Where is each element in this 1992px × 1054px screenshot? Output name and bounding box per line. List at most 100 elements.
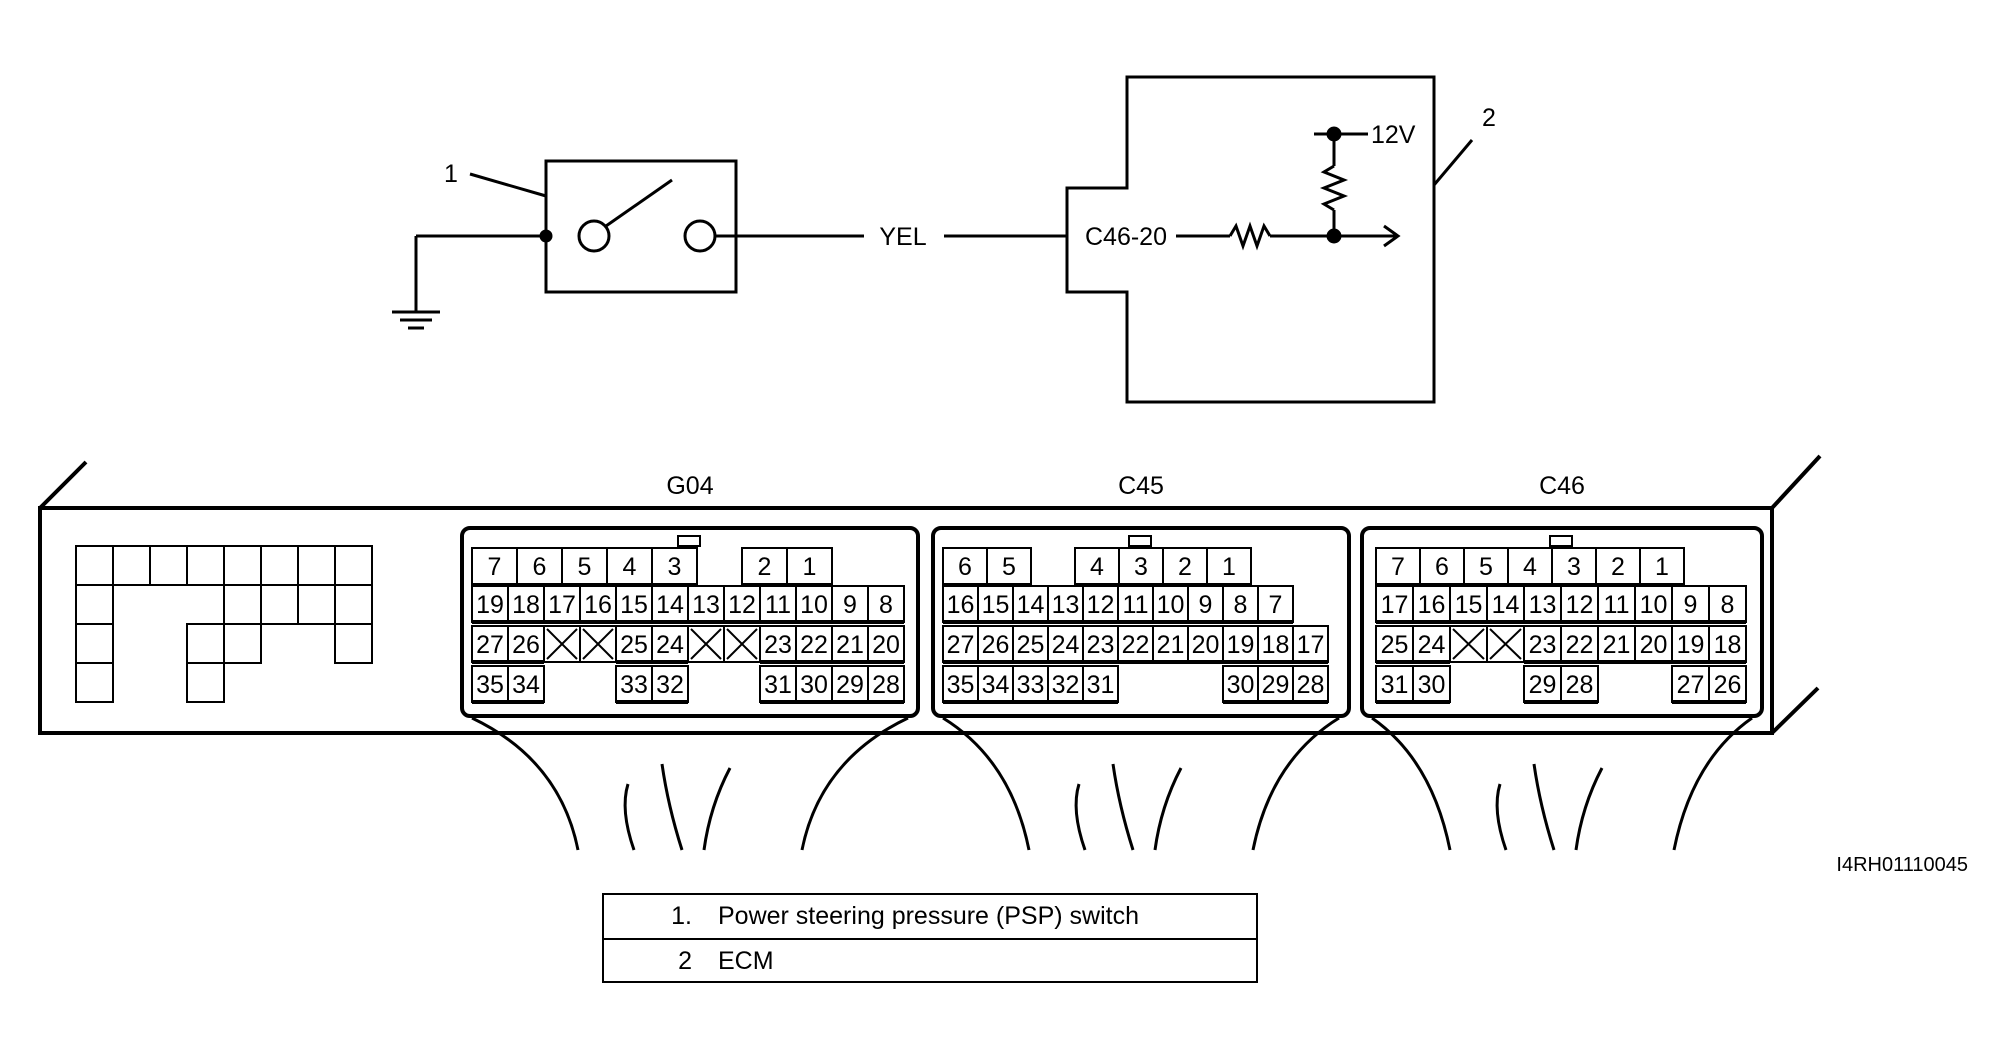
grid-cell [186,662,225,703]
latch-tab [1128,535,1152,547]
pin-number: 22 [1122,631,1150,659]
grid-cell [297,584,336,625]
grid-cell [112,545,151,586]
harness-wire [800,716,909,851]
legend-text: ECM [718,947,774,975]
pin-number: 19 [1227,631,1255,659]
pin-number: 11 [1604,591,1630,619]
grid-cell [75,545,114,586]
harness-wire [1251,716,1340,851]
blocked-pin-cross [1489,628,1522,660]
pin-number: 16 [947,591,975,619]
pin-number: 1 [803,553,817,581]
pin-number: 4 [623,553,637,581]
pin-number: 3 [1567,553,1581,581]
latch-tab [1549,535,1573,547]
pin-number: 13 [1529,591,1557,619]
connector-label: G04 [666,472,713,500]
pin-number: 20 [872,631,900,659]
housing-grid-pattern [75,545,373,703]
grid-cell [75,662,114,703]
blocked-pin-cross [582,628,614,660]
pin-number: 18 [512,591,540,619]
blocked-pin-cross [726,628,758,660]
legend-table: 1. Power steering pressure (PSP) switch … [602,893,1258,983]
pin-number: 15 [620,591,648,619]
pin-number: 21 [1157,631,1185,659]
harness-wire [1111,763,1135,851]
legend-row: 2 ECM [604,938,1256,983]
legend-number: 2 [678,947,692,975]
pin-number: 31 [1087,671,1115,699]
grid-cell [186,545,225,586]
terminal-label: C46-20 [1085,223,1167,251]
grid-cell [223,584,262,625]
grid-cell [186,623,225,664]
pin-number: 19 [1677,631,1705,659]
pin-number: 28 [1297,671,1325,699]
callout-ecm: 2 [1482,104,1496,132]
pin-number: 17 [548,591,576,619]
pin-number: 17 [1381,591,1409,619]
pin-number: 11 [765,591,791,619]
pin-number: 30 [800,671,828,699]
pin-number: 2 [1611,553,1625,581]
pin-number: 18 [1262,631,1290,659]
pin-number: 3 [1134,553,1148,581]
pin-number: 28 [1566,671,1594,699]
grid-cell [260,545,299,586]
pin-number: 5 [1479,553,1493,581]
pin-number: 7 [1391,553,1405,581]
image-code: I4RH01110045 [1836,854,1968,876]
grid-cell [260,584,299,625]
schematic [392,75,1474,404]
pin-number: 18 [1714,631,1742,659]
pin-number: 12 [1087,591,1115,619]
harness-wire [1672,716,1753,851]
pin-number: 25 [1381,631,1409,659]
pin-number: 29 [1262,671,1290,699]
harness-wire [1074,783,1087,851]
pin-number: 26 [982,631,1010,659]
callout-switch: 1 [444,160,458,188]
pin-number: 1 [1222,553,1236,581]
pin-number: 15 [982,591,1010,619]
pin-number: 7 [488,553,502,581]
pin-number: 6 [958,553,972,581]
pin-number: 26 [512,631,540,659]
resistor-icon [1228,221,1272,251]
pin-number: 25 [620,631,648,659]
pin-number: 9 [1199,591,1213,619]
pin-number: 9 [1684,591,1698,619]
pin-number: 16 [1418,591,1446,619]
pin-number: 20 [1192,631,1220,659]
pin-number: 24 [656,631,684,659]
pullup-resistor-icon [1319,164,1349,212]
harness-wire [1532,763,1556,851]
pin-number: 29 [836,671,864,699]
connector-housing [460,526,920,718]
pin-number: 1 [1655,553,1669,581]
pin-number: 21 [836,631,864,659]
pin-number: 24 [1052,631,1080,659]
pin-number: 31 [764,671,792,699]
grid-cell [334,584,373,625]
harness-wire [1371,716,1452,851]
blocked-pin-cross [690,628,722,660]
harness-wire [471,716,580,851]
pin-number: 33 [620,671,648,699]
pin-number: 16 [584,591,612,619]
connector-housing [931,526,1351,718]
harness-wire [623,783,636,851]
psp-switch-box [544,159,738,294]
arrow-icon [1383,224,1401,248]
blocked-pin-cross [546,628,578,660]
harness-wire [1153,767,1183,851]
pin-number: 27 [476,631,504,659]
ecm-housing [38,454,1822,735]
pin-number: 23 [764,631,792,659]
pin-number: 23 [1087,631,1115,659]
